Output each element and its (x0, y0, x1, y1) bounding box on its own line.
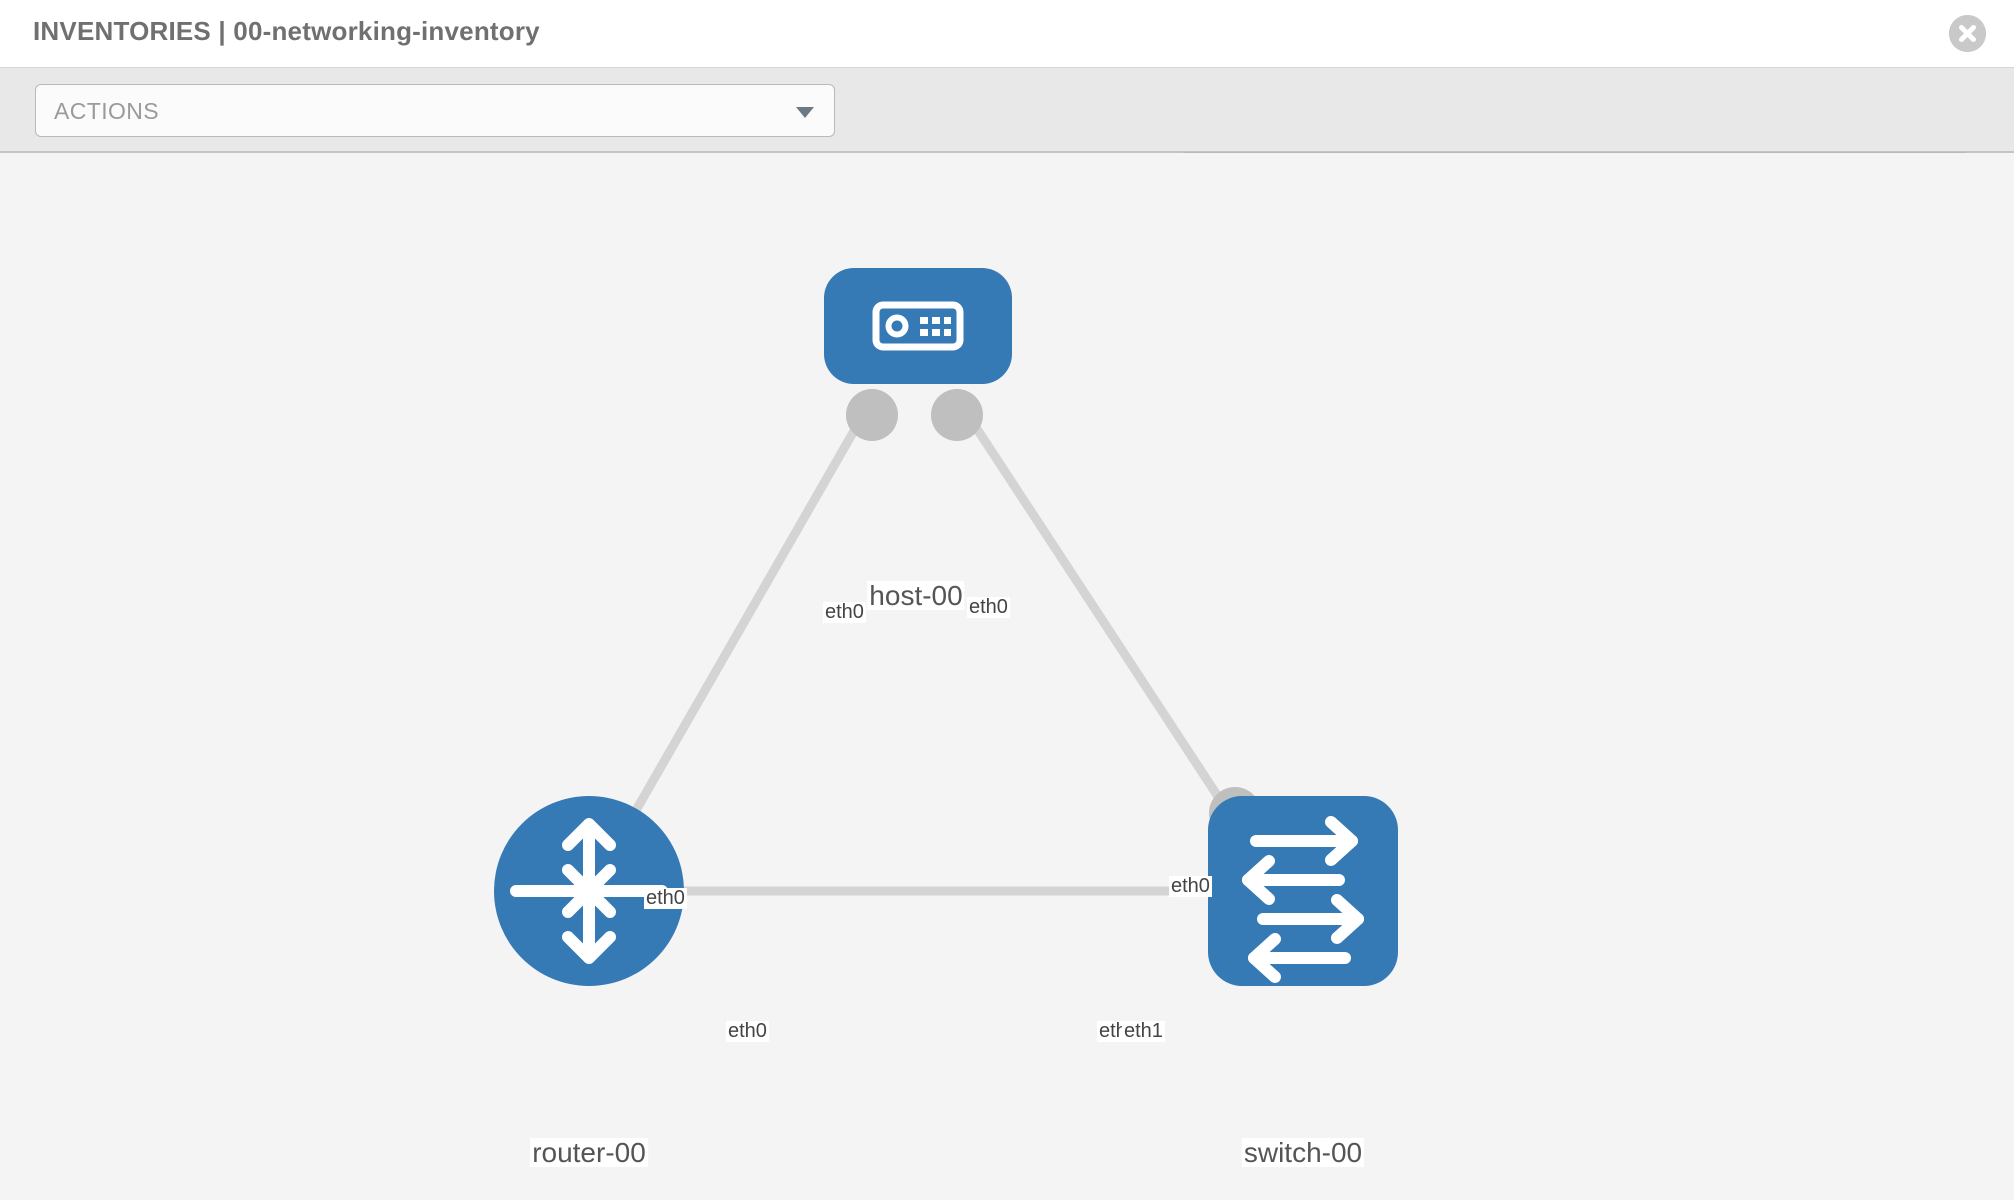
close-icon[interactable] (1949, 15, 1986, 52)
page-header: INVENTORIES | 00-networking-inventory (0, 0, 2014, 68)
topology-canvas[interactable]: eth0 eth0 eth0 eth0 eth0 eth0 eth1 host-… (0, 153, 2014, 1200)
node-label-host-00: host-00 (867, 580, 965, 611)
port-host-left (846, 389, 898, 441)
topology-graph (494, 268, 1398, 986)
node-label-router-00: router-00 (530, 1137, 648, 1168)
port-host-right (931, 389, 983, 441)
node-label-switch-00: switch-00 (1241, 1137, 1365, 1168)
topology-links (596, 400, 1259, 896)
node-switch-00[interactable] (1208, 796, 1398, 986)
actions-dropdown-label: ACTIONS (54, 98, 160, 124)
actions-dropdown[interactable]: ACTIONS (35, 84, 835, 137)
router-arrows-icon (510, 818, 668, 964)
iface-label-switch-left-eth1: eth1 (1122, 1020, 1165, 1042)
node-router-00[interactable] (494, 796, 684, 986)
iface-label-host-left: eth0 (823, 601, 866, 623)
iface-label-switch-up: eth0 (1169, 875, 1212, 897)
chevron-down-icon (796, 107, 814, 118)
switch-arrows-icon (1242, 816, 1364, 983)
server-icon (872, 301, 964, 351)
node-host-00[interactable] (824, 268, 1012, 384)
link-host-switch (956, 400, 1259, 856)
iface-label-router-up: eth0 (644, 887, 687, 909)
iface-label-host-right: eth0 (967, 596, 1010, 618)
toolbar: ACTIONS (0, 68, 2014, 205)
page-title: INVENTORIES | 00-networking-inventory (33, 16, 540, 46)
iface-label-router-right: eth0 (726, 1020, 769, 1042)
link-host-router (596, 400, 874, 876)
